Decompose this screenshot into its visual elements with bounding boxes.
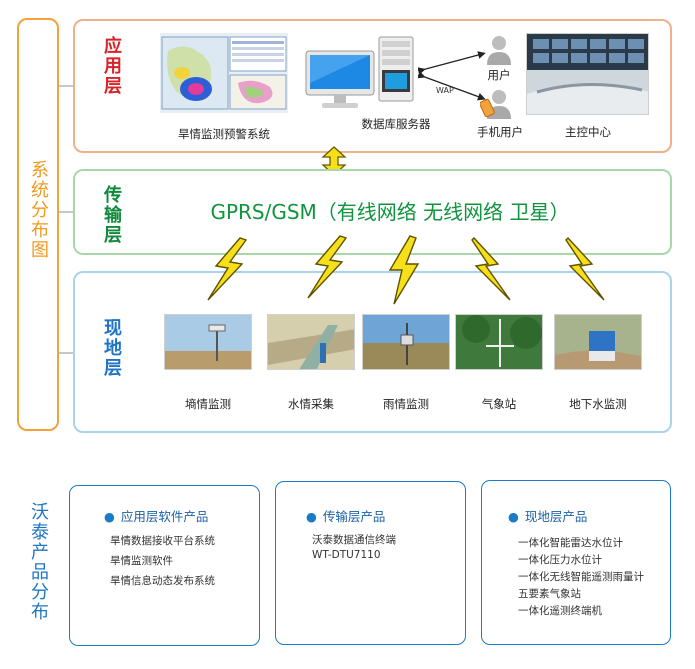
products-title: 沃泰产品分布 <box>28 502 49 622</box>
application-layer-title: 应用层 <box>101 36 122 96</box>
system-distribution-title: 系统分布图 <box>28 160 49 260</box>
mobile-user-label: 手机用户 <box>477 125 523 139</box>
bracket-tick-transport <box>59 211 73 213</box>
lightning-icon <box>200 236 250 302</box>
site-photo-groundwater <box>554 314 642 370</box>
lightning-icon <box>562 236 612 302</box>
list-item: 旱情监测软件 <box>110 555 173 567</box>
product-card-title: ●应用层软件产品 <box>104 509 209 524</box>
list-item: 旱情信息动态发布系统 <box>110 575 215 587</box>
list-item: 一体化压力水位计 <box>518 554 602 566</box>
list-item: 一体化智能雷达水位计 <box>518 537 623 549</box>
site-label: 雨情监测 <box>383 397 429 411</box>
list-item: 旱情数据接收平台系统 <box>110 535 215 547</box>
field-layer-title: 现地层 <box>101 318 122 378</box>
product-card-transport: ●传输层产品 沃泰数据通信终端 WT-DTU7110 <box>275 481 466 645</box>
bullet-icon: ● <box>306 509 317 524</box>
product-card-field: ●现地层产品 一体化智能雷达水位计 一体化压力水位计 一体化无线智能遥测雨量计 … <box>481 480 671 645</box>
site-label: 水情采集 <box>288 397 334 411</box>
product-list: 旱情数据接收平台系统 旱情监测软件 旱情信息动态发布系统 <box>110 533 215 590</box>
site-label: 气象站 <box>481 397 517 411</box>
site-photo-soil <box>164 314 252 370</box>
list-item: 沃泰数据通信终端 <box>312 534 396 546</box>
transport-layer-title: 传输层 <box>101 185 122 245</box>
monitor-icon <box>304 49 376 111</box>
site-photo-rain <box>362 314 450 370</box>
control-center-label: 主控中心 <box>565 125 611 139</box>
bullet-icon: ● <box>104 509 115 524</box>
control-center-photo <box>526 33 649 115</box>
product-card-title: ●传输层产品 <box>306 509 386 524</box>
system-bracket <box>17 18 59 431</box>
mobile-user-icon <box>479 88 514 120</box>
user-label: 用户 <box>487 68 511 82</box>
list-item: 五要素气象站 <box>518 588 581 600</box>
product-list: 沃泰数据通信终端 WT-DTU7110 <box>312 533 396 563</box>
product-card-application: ●应用层软件产品 旱情数据接收平台系统 旱情监测软件 旱情信息动态发布系统 <box>69 485 260 646</box>
server-icon <box>378 36 414 102</box>
lightning-icon <box>384 234 424 306</box>
bracket-tick-field <box>59 352 73 354</box>
server-label: 数据库服务器 <box>361 117 431 131</box>
user-icon <box>486 34 512 66</box>
transport-protocols: GPRS/GSM（有线网络 无线网络 卫星） <box>210 200 570 224</box>
list-item: 一体化遥测终端机 <box>518 605 602 617</box>
network-arrows <box>416 46 488 110</box>
monitoring-system-label: 旱情监测预警系统 <box>178 127 270 141</box>
transport-layer-box <box>73 169 672 255</box>
product-card-title: ●现地层产品 <box>508 509 588 524</box>
site-label: 地下水监测 <box>569 397 627 411</box>
bullet-icon: ● <box>508 509 519 524</box>
site-label: 墒情监测 <box>185 397 231 411</box>
list-item: WT-DTU7110 <box>312 549 381 561</box>
product-list: 一体化智能雷达水位计 一体化压力水位计 一体化无线智能遥测雨量计 五要素气象站 … <box>518 535 644 620</box>
site-photo-weather <box>455 314 543 370</box>
list-item: 一体化无线智能遥测雨量计 <box>518 571 644 583</box>
monitoring-system-screens <box>160 33 288 113</box>
lightning-icon <box>468 236 518 302</box>
lightning-icon <box>300 234 350 300</box>
wap-label: WAP <box>436 86 454 95</box>
bracket-tick-app <box>59 85 73 87</box>
site-photo-water <box>267 314 355 370</box>
